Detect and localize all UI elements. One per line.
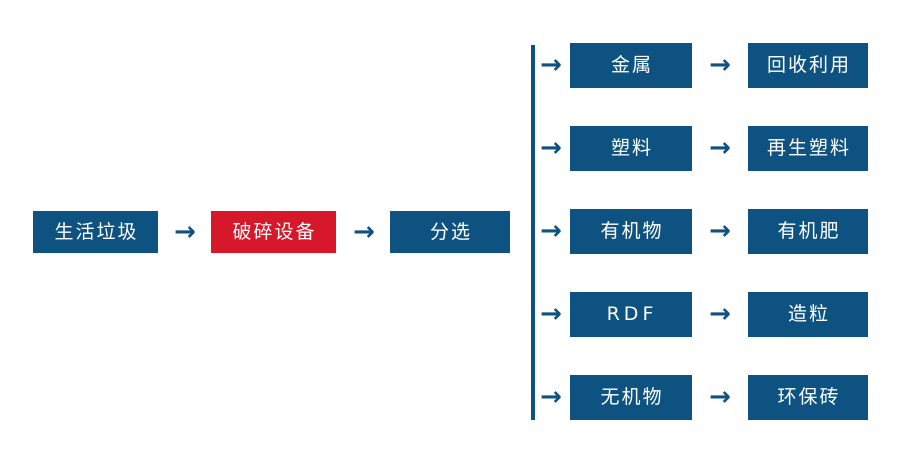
branch-arrow-inorganic: →: [540, 382, 562, 412]
node-sorting[interactable]: 分选: [390, 211, 510, 253]
branch-arrow-organic: →: [540, 216, 562, 246]
node-material-inorganic[interactable]: 无机物: [570, 375, 692, 420]
node-product-eco-brick[interactable]: 环保砖: [748, 375, 868, 420]
arrow-metal-to-recycle: →: [709, 50, 731, 80]
arrow-inorganic-to-ecobrick: →: [709, 382, 731, 412]
node-product-regenerated-plastic[interactable]: 再生塑料: [748, 126, 868, 171]
node-product-recycle[interactable]: 回收利用: [748, 43, 868, 88]
arrow-organic-to-fertilizer: →: [709, 216, 731, 246]
arrow-input-to-crusher: →: [174, 217, 196, 247]
node-material-organic[interactable]: 有机物: [570, 209, 692, 254]
node-product-organic-fertilizer[interactable]: 有机肥: [748, 209, 868, 254]
branch-arrow-rdf: →: [540, 299, 562, 329]
arrow-plastic-to-regenerated: →: [709, 133, 731, 163]
arrow-crusher-to-sorting: →: [353, 217, 375, 247]
node-input[interactable]: 生活垃圾: [33, 211, 158, 253]
trunk-line: [531, 45, 535, 420]
node-material-metal[interactable]: 金属: [570, 43, 692, 88]
arrow-rdf-to-granulation: →: [709, 299, 731, 329]
node-product-granulation[interactable]: 造粒: [748, 292, 868, 337]
node-crusher[interactable]: 破碎设备: [211, 211, 336, 253]
node-material-rdf[interactable]: RDF: [570, 292, 692, 337]
branch-arrow-plastic: →: [540, 133, 562, 163]
branch-arrow-metal: →: [540, 50, 562, 80]
node-material-plastic[interactable]: 塑料: [570, 126, 692, 171]
